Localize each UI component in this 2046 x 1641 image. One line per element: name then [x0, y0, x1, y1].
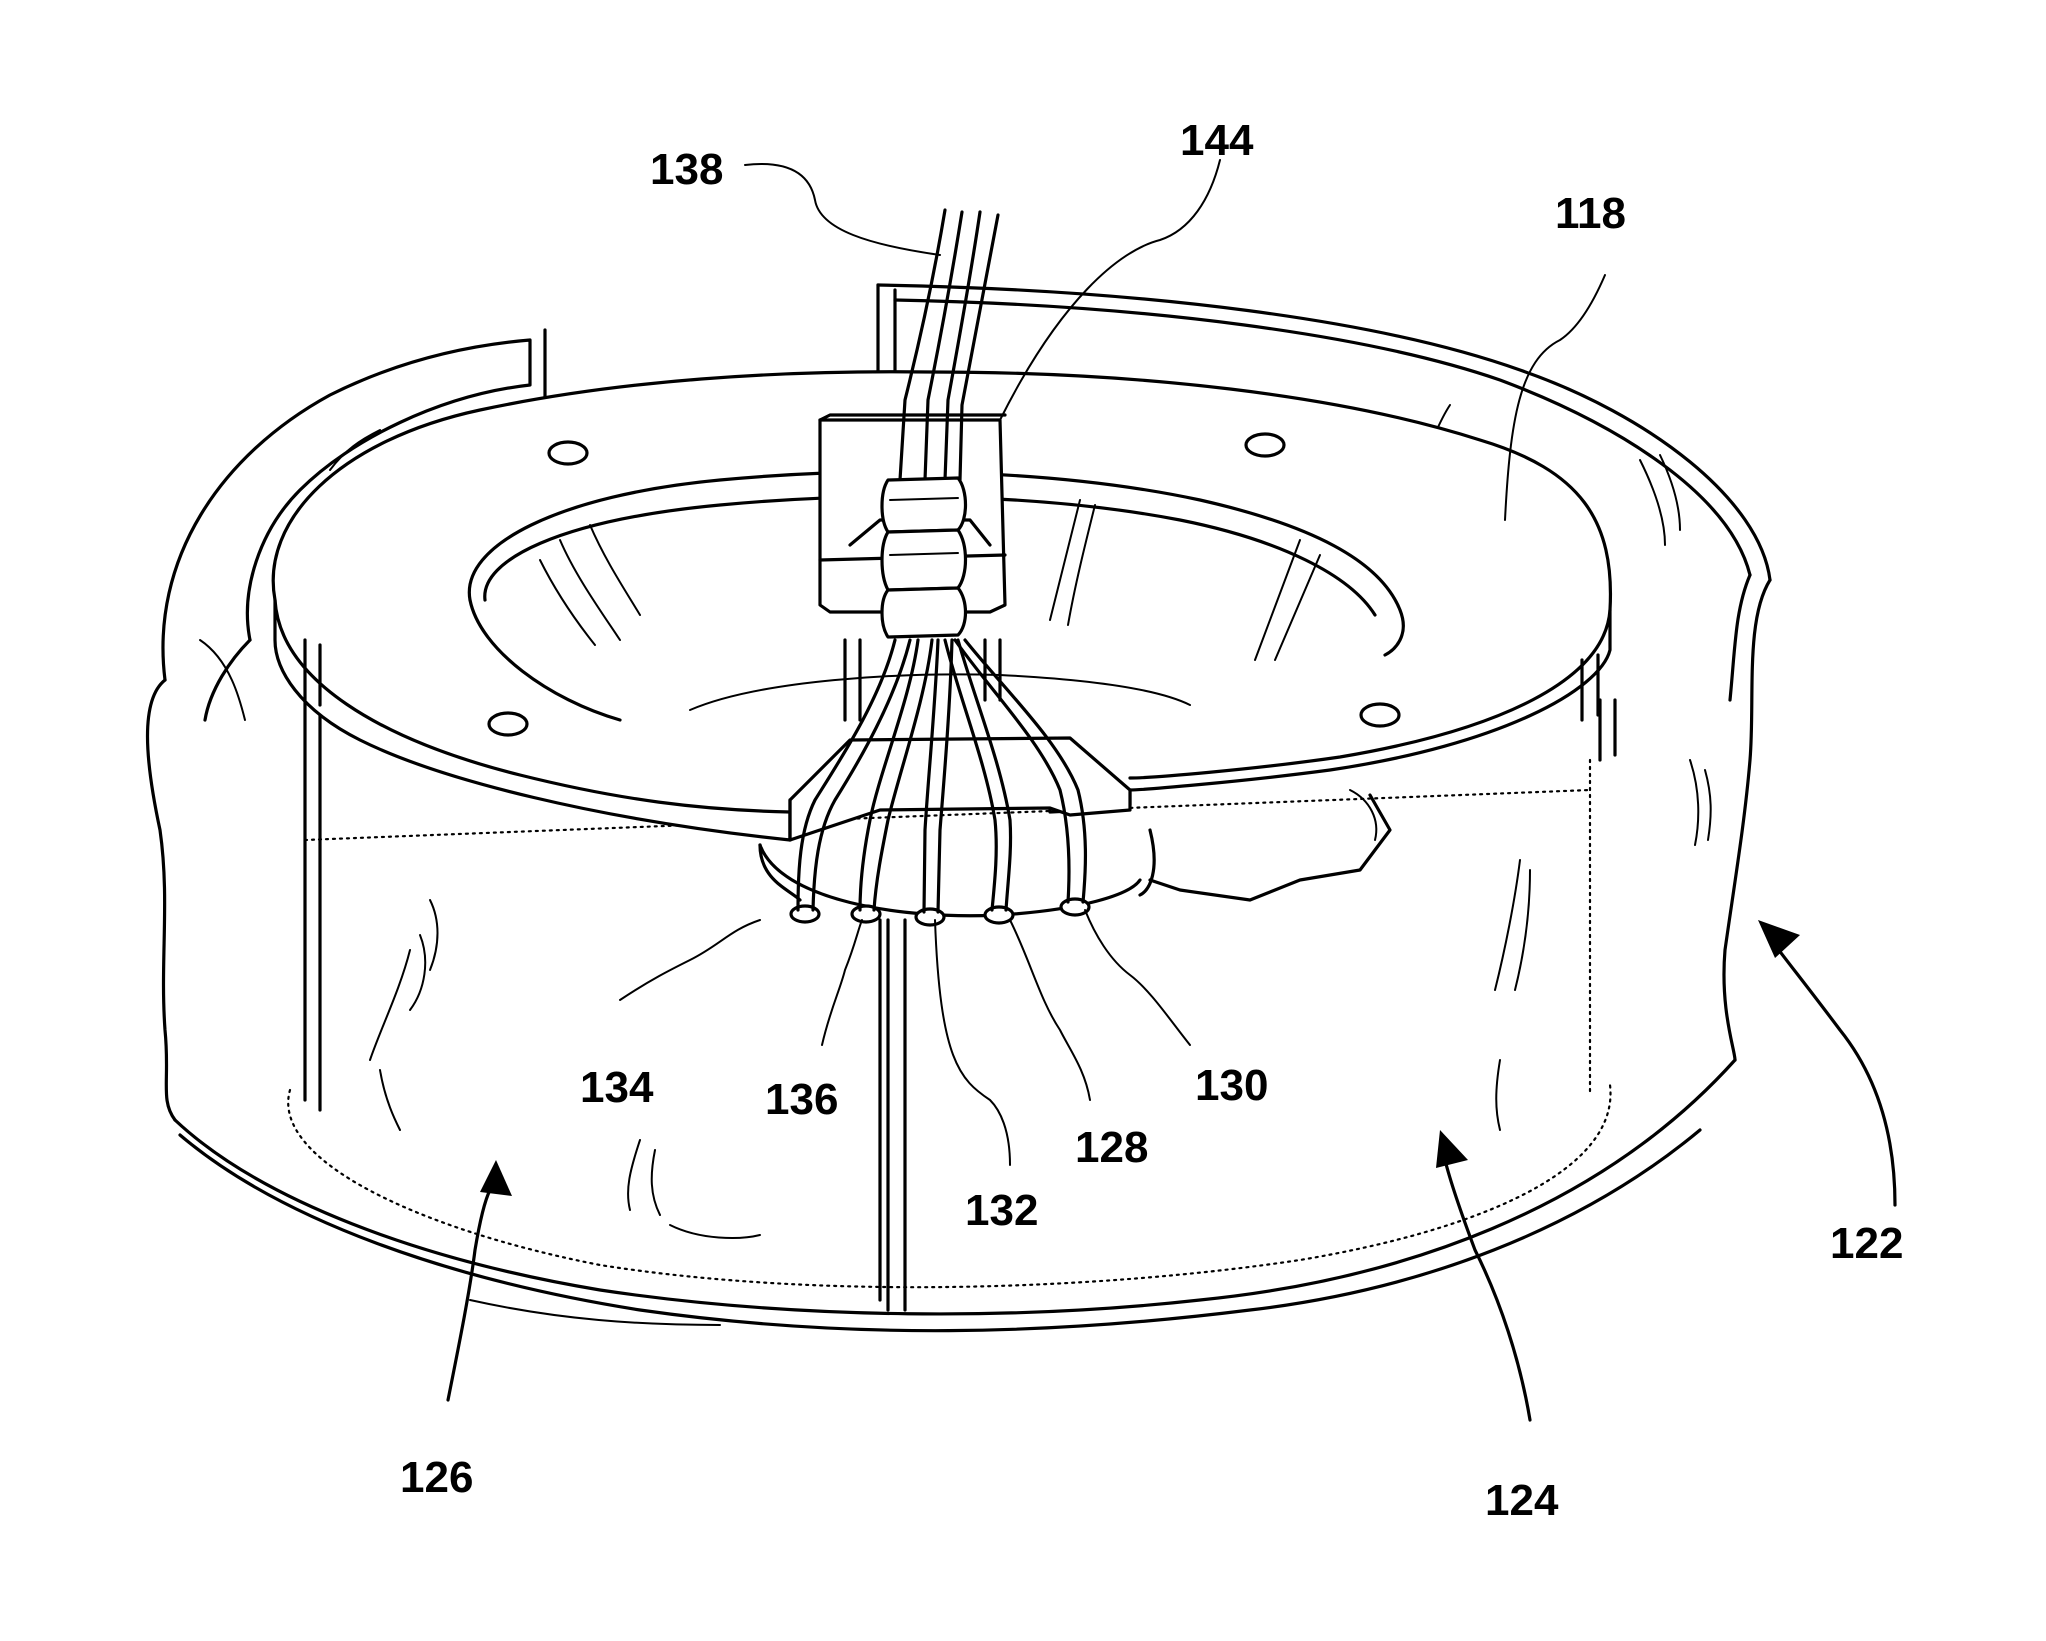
label-144: 144 — [1180, 116, 1254, 165]
reference-numerals: 138 144 118 134 136 132 128 130 122 124 … — [400, 116, 1903, 1525]
label-128: 128 — [1075, 1123, 1148, 1172]
label-134: 134 — [580, 1063, 654, 1112]
label-122: 122 — [1830, 1219, 1903, 1268]
label-138: 138 — [650, 145, 723, 194]
label-136: 136 — [765, 1075, 838, 1124]
label-126: 126 — [400, 1453, 473, 1502]
label-118: 118 — [1555, 189, 1626, 238]
label-130: 130 — [1195, 1061, 1268, 1110]
label-132: 132 — [965, 1186, 1038, 1235]
label-124: 124 — [1485, 1476, 1559, 1525]
